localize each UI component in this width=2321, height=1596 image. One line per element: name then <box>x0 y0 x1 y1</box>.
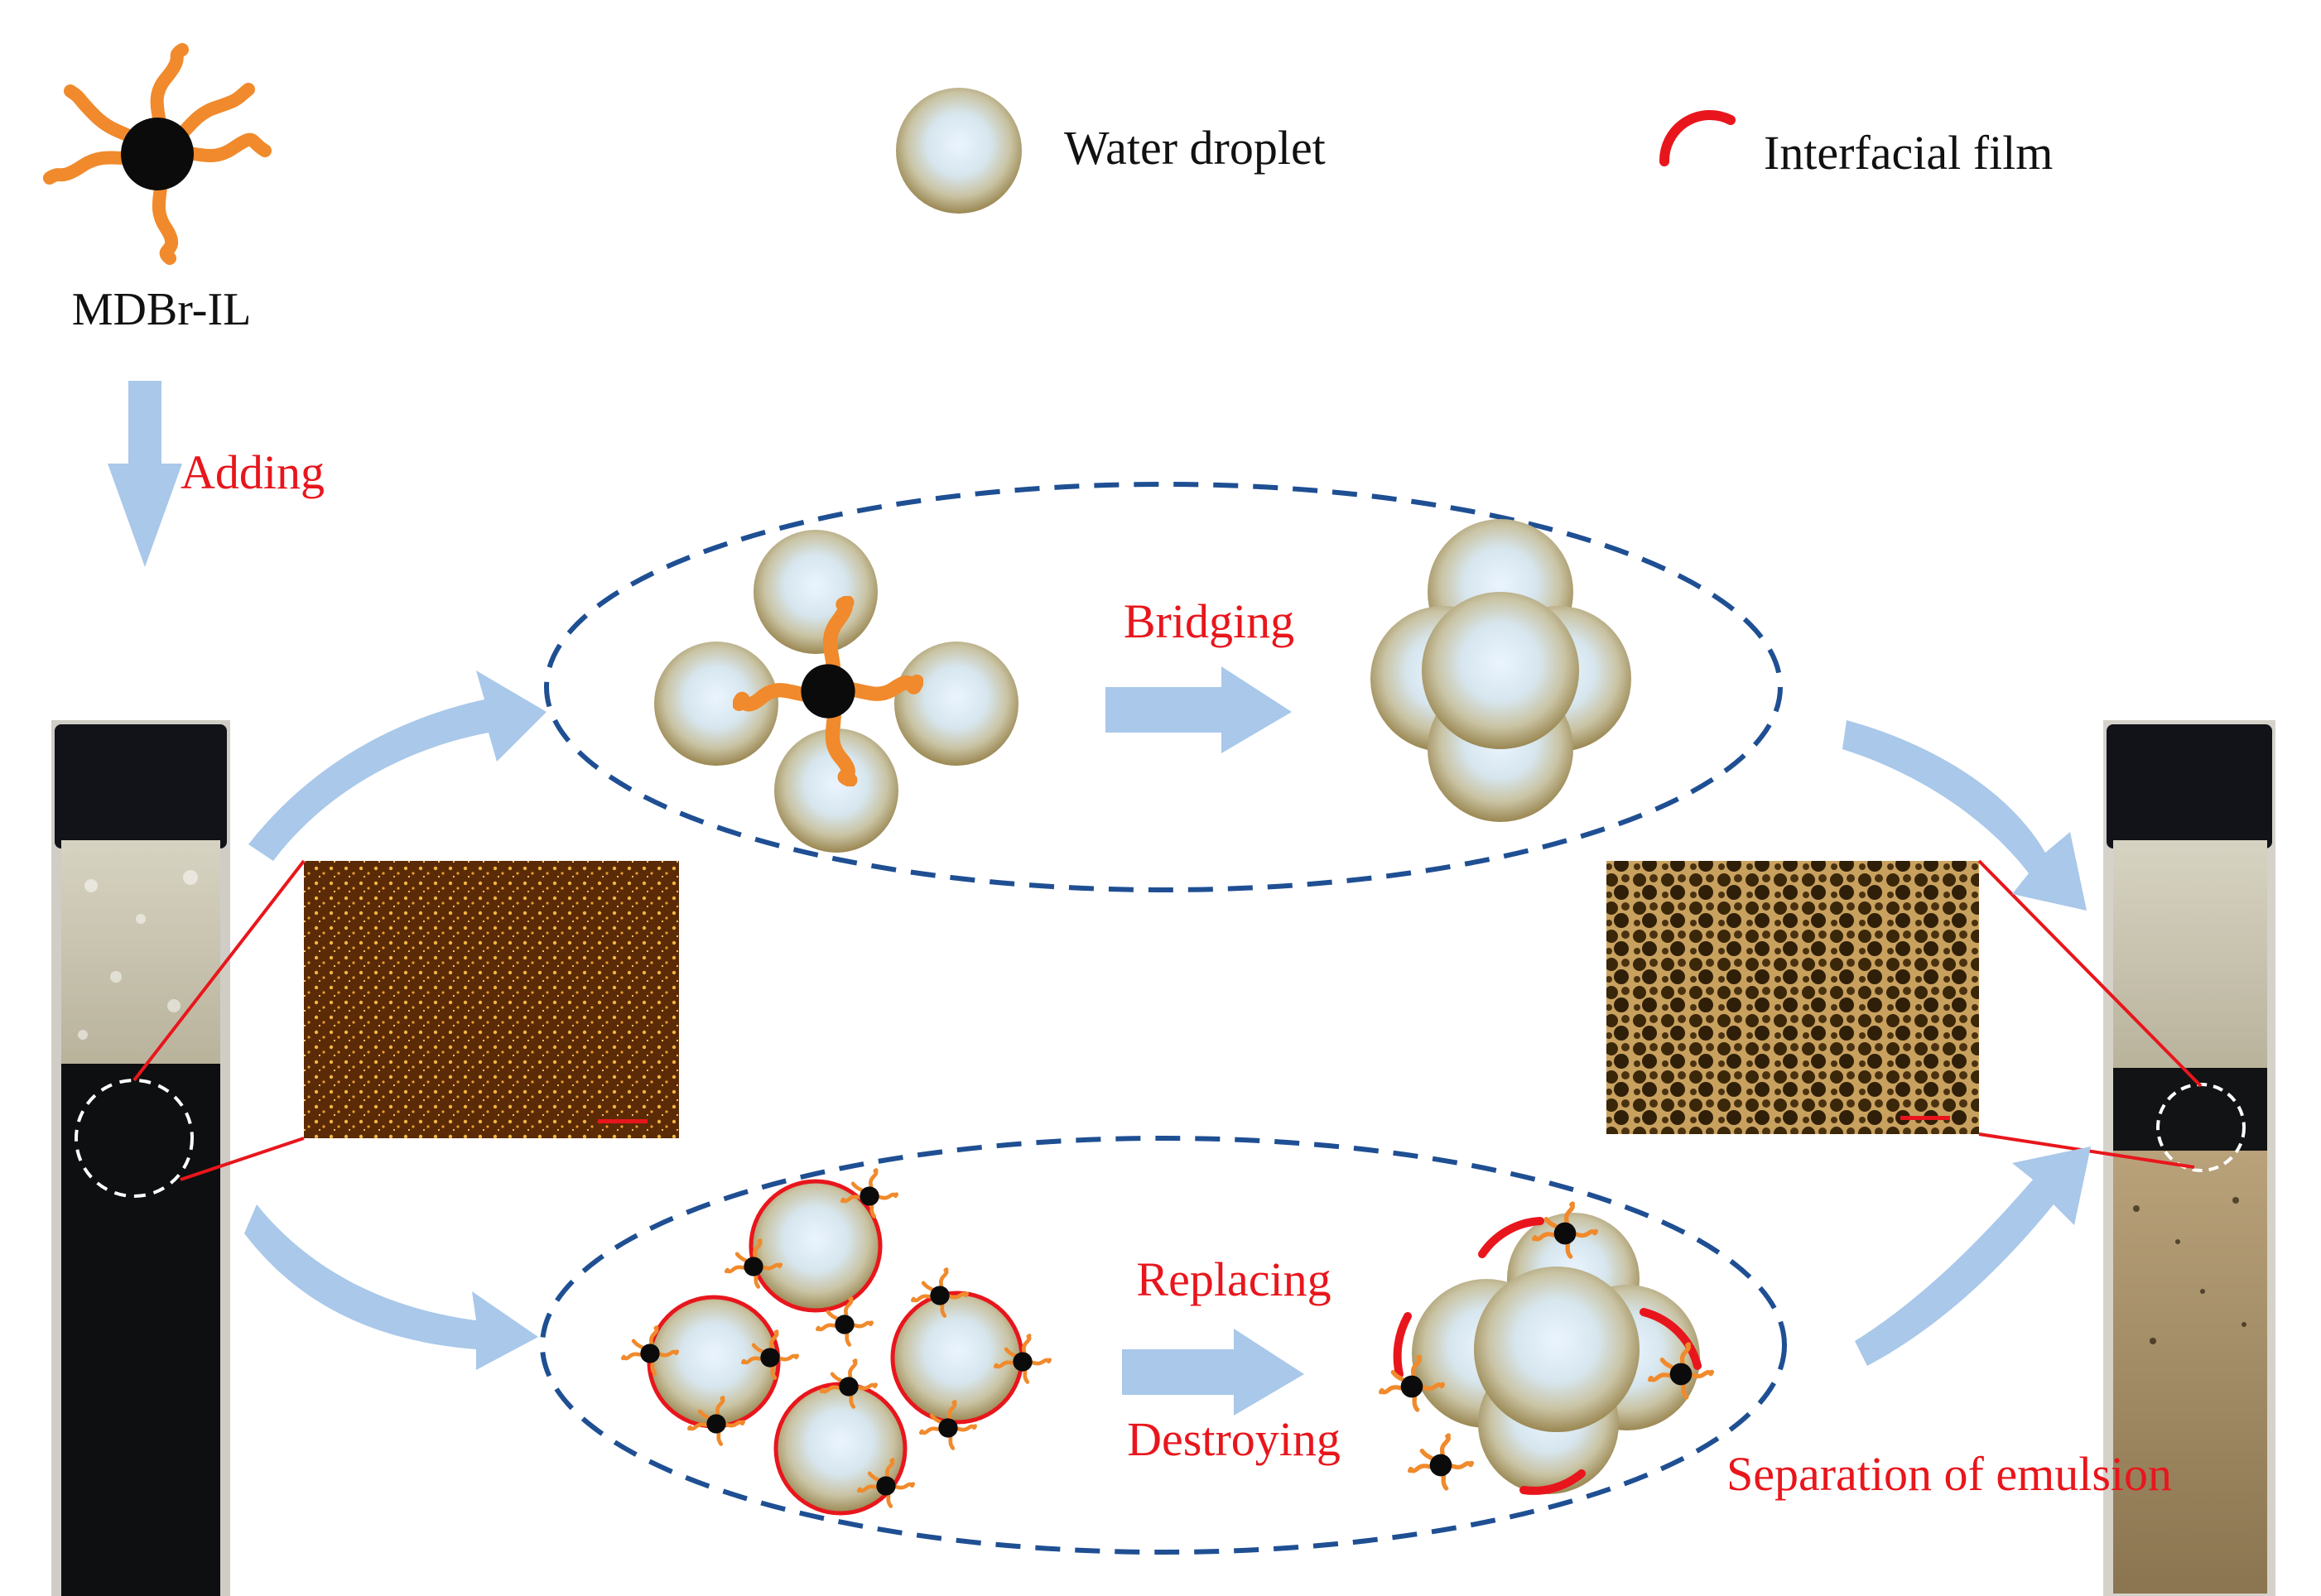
emulsion-vial-left <box>51 720 230 1596</box>
separated-vial-right <box>2103 720 2275 1596</box>
coalesced-droplet-bridging <box>1370 519 1631 822</box>
replacing-mechanism-ellipse <box>540 1136 1787 1555</box>
micrograph-left <box>304 861 679 1138</box>
scale-bar-left <box>598 1119 648 1123</box>
bridging-mechanism-ellipse <box>544 482 1783 892</box>
scale-bar-right <box>1900 1116 1950 1120</box>
mdbr-il-label: MDBr-IL <box>72 284 252 335</box>
zoom-line-left-top <box>132 859 306 1082</box>
water-droplet-icon <box>896 88 1022 214</box>
flow-arrow-to-bridging <box>248 671 547 861</box>
zoom-line-left-bottom <box>180 1137 305 1181</box>
adding-label: Adding <box>181 445 325 499</box>
separation-label: Separation of emulsion <box>1726 1447 2172 1501</box>
flow-arrow-from-replacing <box>1855 1147 2091 1366</box>
sample-highlight-circle-left <box>75 1079 194 1198</box>
bridging-label: Bridging <box>1124 594 1294 648</box>
interfacial-film-icon <box>1659 110 1736 166</box>
water-droplet-legend-label: Water droplet <box>1064 121 1326 175</box>
droplet-cluster-before-bridging <box>654 530 1018 853</box>
replacing-arrow <box>1122 1329 1304 1416</box>
bridging-arrow <box>1105 666 1292 753</box>
interfacial-film-legend-label: Interfacial film <box>1764 126 2053 180</box>
mdbr-il-surfactant-icon <box>43 43 272 265</box>
film-covered-droplets <box>623 1171 1049 1516</box>
destroying-label: Destroying <box>1127 1412 1341 1466</box>
replacing-label: Replacing <box>1136 1252 1331 1306</box>
coalesced-droplet-destroying <box>1381 1204 1712 1495</box>
adding-arrow <box>108 381 182 567</box>
micrograph-right <box>1606 861 1979 1134</box>
zoom-line-right-top <box>1977 859 2203 1088</box>
flow-arrow-from-bridging <box>1842 720 2087 911</box>
flow-arrow-to-replacing <box>244 1204 538 1370</box>
